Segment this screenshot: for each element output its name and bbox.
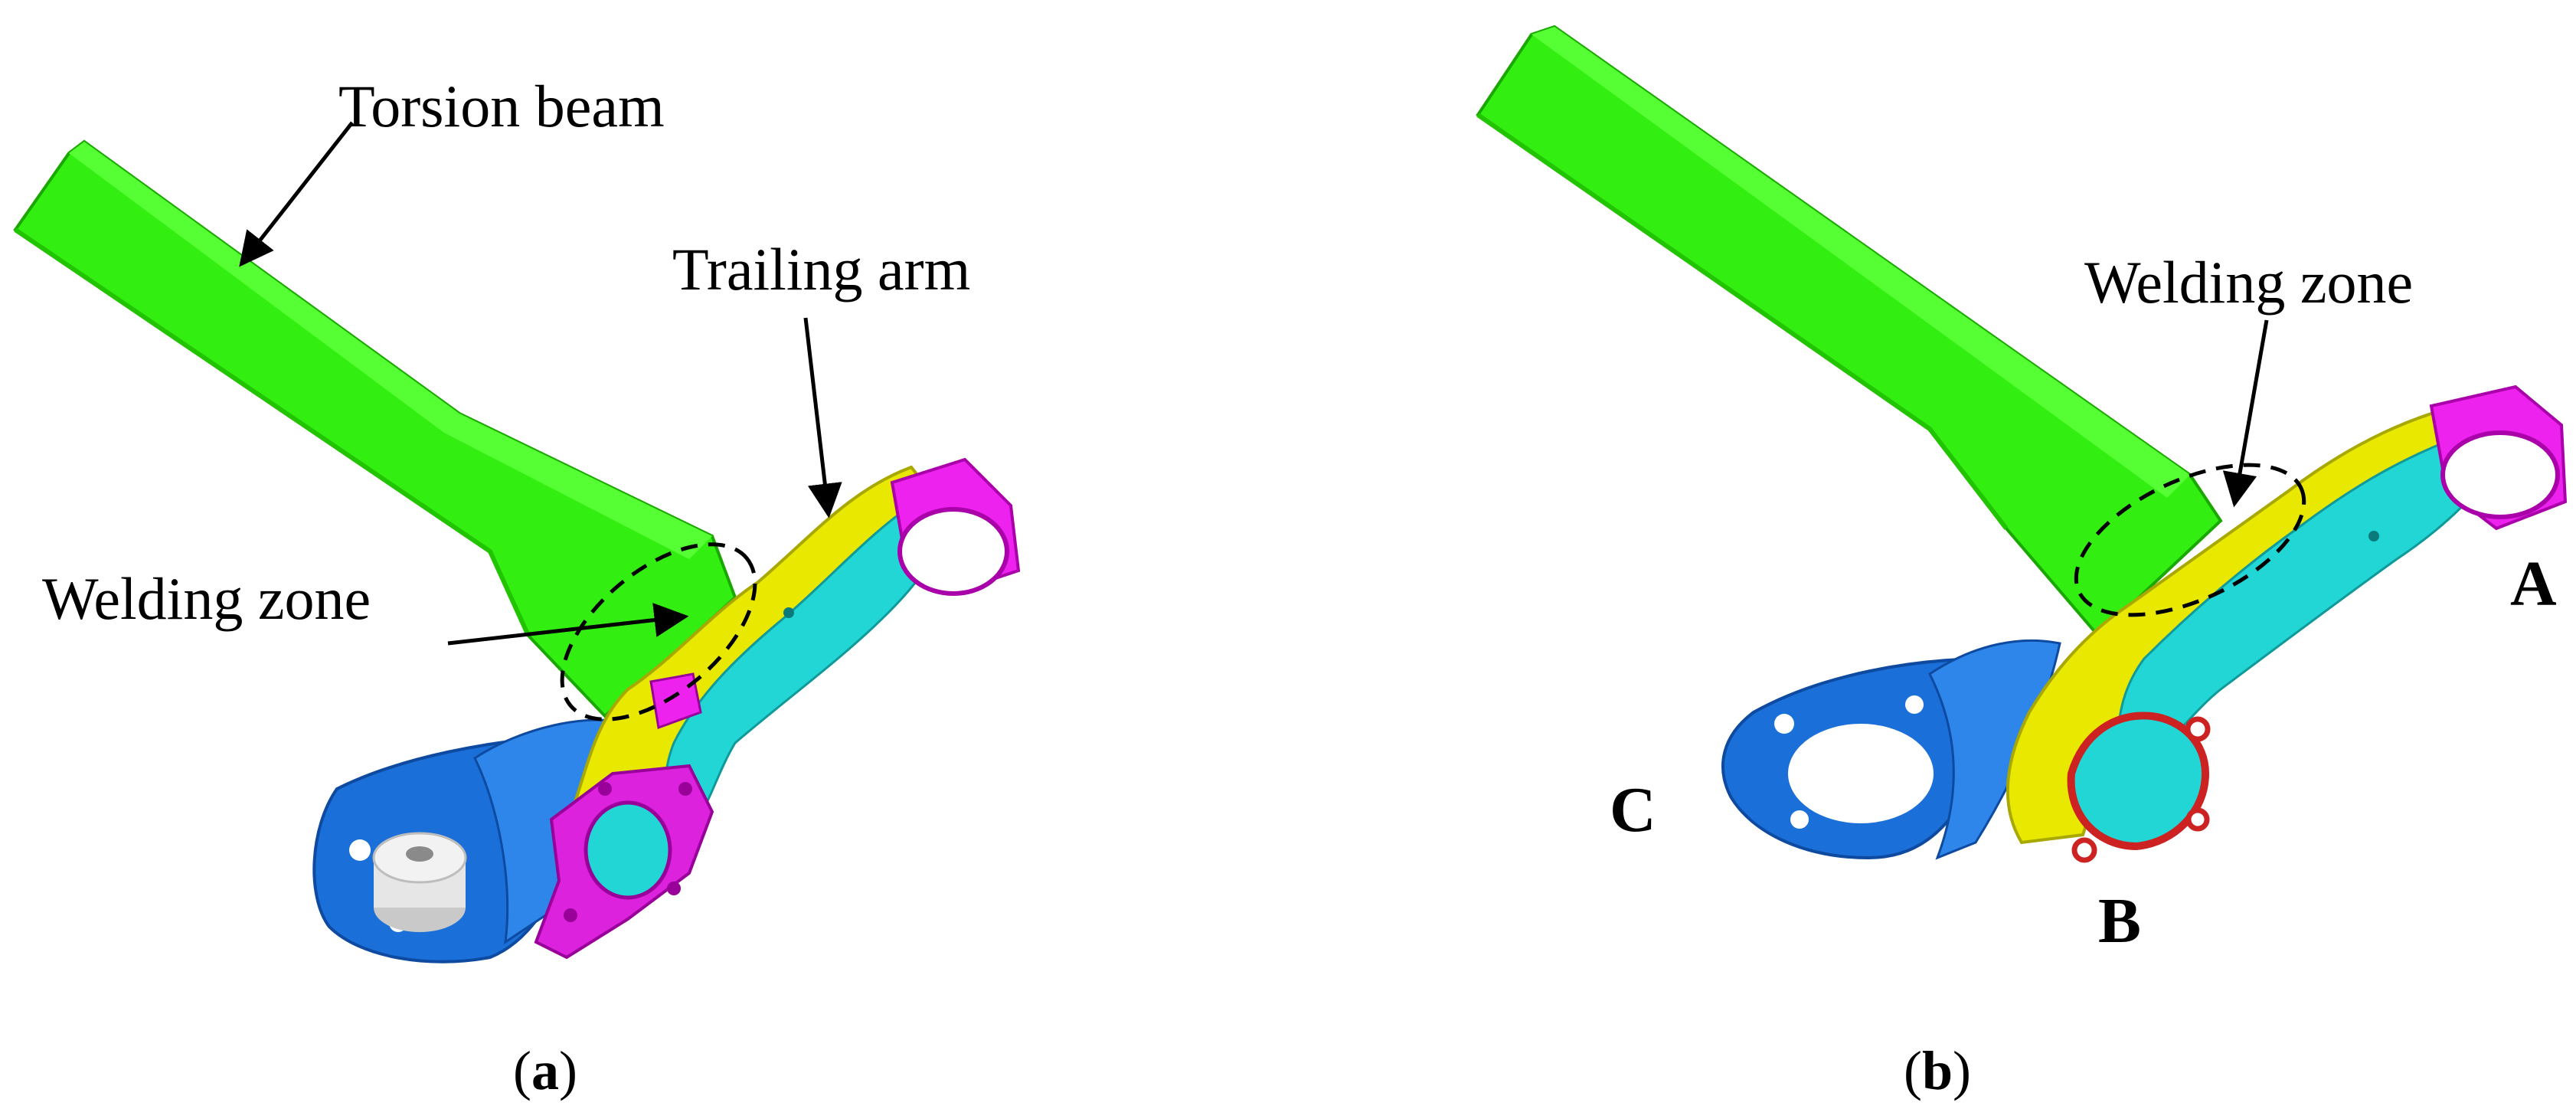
bushing-bore-b <box>2440 430 2560 519</box>
spring-seat-hole-b1 <box>1774 714 1794 734</box>
spring-seat-hole-a <box>349 839 371 861</box>
bushing-a <box>890 457 1021 596</box>
caption-b: (b) <box>1904 1040 1971 1101</box>
trailing-arm-arrow-a <box>803 317 842 519</box>
welding-zone-marker-a <box>560 542 757 721</box>
caption-b-close: ) <box>1953 1040 1971 1101</box>
label-welding-zone-a: Welding zone <box>42 565 371 632</box>
caption-a: (a) <box>513 1040 577 1101</box>
flange-outline-b <box>2067 712 2211 863</box>
torsion-beam-edge-b <box>1476 113 2009 530</box>
bushing-b <box>2429 384 2568 531</box>
spring-seat-hole-b3 <box>1905 695 1924 714</box>
label-point-c: C <box>1610 774 1656 846</box>
caption-b-letter: b <box>1922 1040 1953 1101</box>
label-point-a: A <box>2510 548 2557 620</box>
welding-zone-arrow-a <box>447 603 689 646</box>
caption-b-open: ( <box>1904 1040 1922 1101</box>
caption-a-letter: a <box>531 1040 559 1101</box>
welding-zone-marker-b <box>2074 463 2306 617</box>
spring-seat-hole-b2 <box>1790 810 1809 829</box>
caption-a-open: ( <box>513 1040 531 1101</box>
spring-seat-a <box>312 718 629 963</box>
torsion-beam-top-b <box>1532 27 2190 498</box>
welding-zone-arrow-b <box>2222 319 2269 508</box>
bump-stop-a <box>372 832 467 932</box>
hub-flange-bore-a <box>584 800 672 900</box>
spring-seat-b <box>1721 639 2061 860</box>
label-point-b: B <box>2098 885 2141 957</box>
label-welding-zone-b: Welding zone <box>2084 249 2413 316</box>
label-torsion-beam: Torsion beam <box>338 73 665 139</box>
panel-a: Torsion beam Trailing arm Welding zone (… <box>13 73 1021 1101</box>
torsion-beam-b <box>1476 25 2223 638</box>
torsion-beam-top-a <box>69 142 712 559</box>
spring-seat-opening-b <box>1788 724 1934 823</box>
label-trailing-arm: Trailing arm <box>672 236 970 303</box>
bushing-bore-a <box>897 507 1009 596</box>
trailing-arm-hole-a <box>783 607 794 618</box>
panel-b: Welding zone A B C (b) <box>1476 25 2568 1101</box>
torsion-beam-body-b <box>1476 25 2223 638</box>
caption-a-close: ) <box>559 1040 577 1101</box>
trailing-arm-hole-b <box>2368 531 2379 541</box>
torsion-beam-arrow-a <box>239 121 354 267</box>
hub-flange-a <box>534 764 714 960</box>
torsion-beam-a <box>13 139 737 718</box>
torsion-beam-edge-a <box>14 227 531 637</box>
